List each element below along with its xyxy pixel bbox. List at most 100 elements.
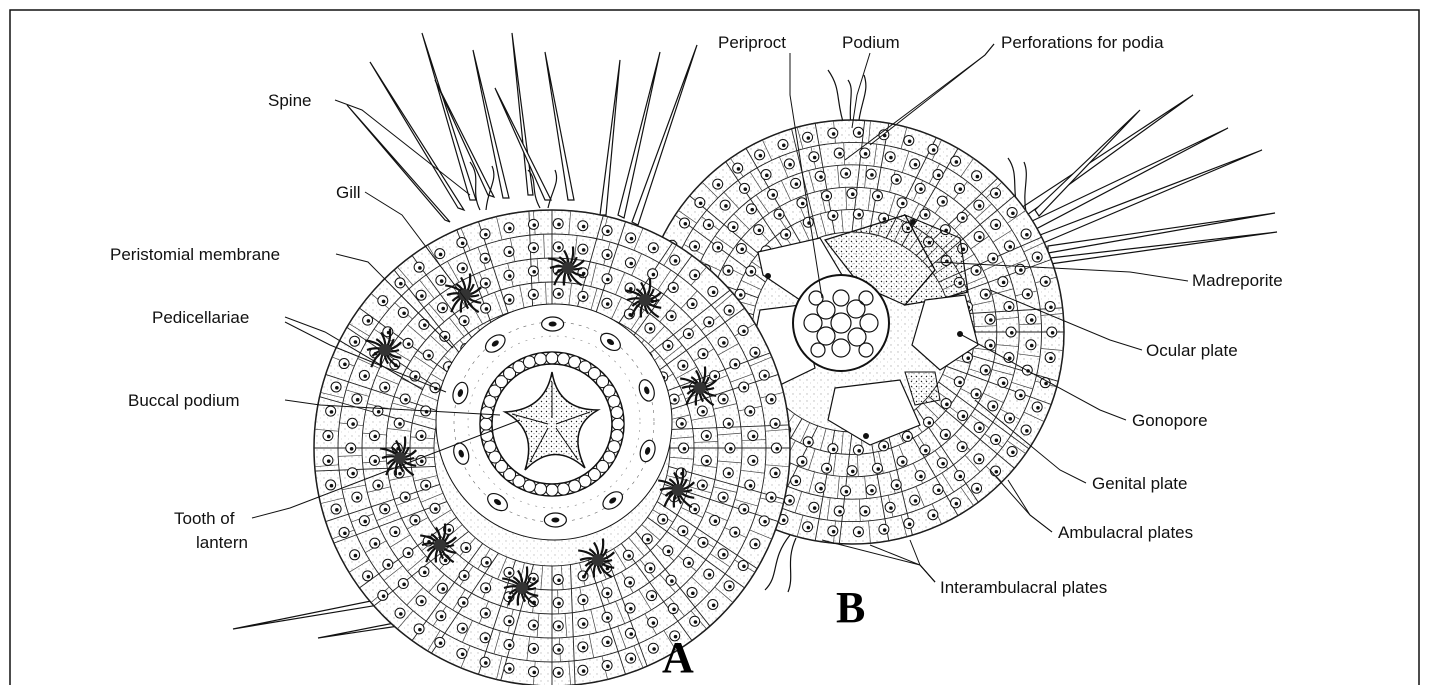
tubercle-boss bbox=[995, 470, 999, 474]
label-podium: Podium bbox=[842, 33, 900, 52]
tubercle-boss bbox=[682, 530, 686, 534]
tubercle-boss bbox=[463, 574, 467, 578]
tubercle-boss bbox=[832, 132, 836, 136]
lip-lobe bbox=[481, 407, 493, 419]
tubercle-boss bbox=[1044, 382, 1048, 386]
tubercle-boss bbox=[628, 581, 632, 585]
tubercle-boss bbox=[508, 227, 512, 231]
tubercle-boss bbox=[387, 563, 391, 567]
tubercle-boss bbox=[1002, 281, 1006, 285]
tubercle-boss bbox=[557, 223, 561, 227]
tubercle-boss bbox=[992, 257, 996, 261]
tubercle-boss bbox=[712, 603, 716, 607]
tubercle-boss bbox=[414, 519, 418, 523]
tubercle-boss bbox=[367, 319, 371, 323]
tubercle-boss bbox=[1010, 331, 1014, 335]
lip-lobe bbox=[546, 352, 558, 364]
tubercle-boss bbox=[606, 641, 610, 645]
tubercle-boss bbox=[770, 398, 774, 402]
tubercle-boss bbox=[832, 530, 836, 534]
tubercle-boss bbox=[932, 148, 936, 152]
tubercle-boss bbox=[752, 435, 756, 439]
tubercle-boss bbox=[870, 173, 874, 177]
tubercle-boss bbox=[1019, 394, 1023, 398]
tubercle-boss bbox=[672, 608, 676, 612]
tubercle-boss bbox=[889, 156, 893, 160]
tubercle-boss bbox=[978, 458, 982, 462]
tubercle-boss bbox=[774, 422, 778, 426]
tubercle-boss bbox=[335, 508, 339, 512]
tubercle-boss bbox=[557, 671, 561, 675]
tubercle-boss bbox=[532, 671, 536, 675]
tubercle-boss bbox=[959, 187, 963, 191]
tubercle-boss bbox=[937, 488, 941, 492]
tubercle-boss bbox=[795, 182, 799, 186]
tubercle-boss bbox=[959, 475, 963, 479]
tubercle-boss bbox=[722, 341, 726, 345]
tubercle-boss bbox=[630, 237, 634, 241]
tubercle-boss bbox=[382, 300, 386, 304]
tubercle-boss bbox=[782, 143, 786, 147]
tubercle-boss bbox=[377, 410, 381, 414]
tubercle-boss bbox=[807, 526, 811, 530]
tubercle-boss bbox=[652, 647, 656, 651]
lip-lobe bbox=[557, 483, 569, 495]
tubercle-boss bbox=[995, 192, 999, 196]
tubercle-boss bbox=[343, 531, 347, 535]
tubercle-boss bbox=[630, 657, 634, 661]
tubercle-boss bbox=[440, 279, 444, 283]
tubercle-boss bbox=[788, 163, 792, 167]
tubercle-boss bbox=[962, 415, 966, 419]
tubercle-boss bbox=[606, 253, 610, 257]
tubercle-boss bbox=[722, 496, 726, 500]
tubercle-boss bbox=[382, 594, 386, 598]
tubercle-boss bbox=[976, 175, 980, 179]
tubercle-boss bbox=[532, 270, 536, 274]
label-peristomial-membrane: Peristomial membrane bbox=[110, 245, 280, 264]
label-gill: Gill bbox=[336, 183, 361, 202]
tubercle-boss bbox=[838, 152, 842, 156]
tubercle-boss bbox=[363, 374, 367, 378]
tubercle-boss bbox=[876, 467, 880, 471]
tubercle-boss bbox=[775, 447, 779, 451]
tubercle-boss bbox=[440, 615, 444, 619]
tubercle-boss bbox=[557, 648, 561, 652]
label-tooth-of-lantern-line1: Tooth of bbox=[174, 509, 235, 528]
tubercle-boss bbox=[901, 460, 905, 464]
tubercle-boss bbox=[420, 600, 424, 604]
tubercle-boss bbox=[461, 267, 465, 271]
tubercle-boss bbox=[508, 274, 512, 278]
tubercle-boss bbox=[402, 311, 406, 315]
tubercle-boss bbox=[978, 204, 982, 208]
tubercle-boss bbox=[606, 278, 610, 282]
tubercle-boss bbox=[402, 583, 406, 587]
tubercle-boss bbox=[557, 246, 561, 250]
label-ocular-plate: Ocular plate bbox=[1146, 341, 1238, 360]
tubercle-boss bbox=[508, 644, 512, 648]
tubercle-boss bbox=[484, 233, 488, 237]
tubercle-boss bbox=[532, 293, 536, 297]
gonopore-4 bbox=[863, 433, 869, 439]
tubercle-boss bbox=[813, 506, 817, 510]
tubercle-boss bbox=[532, 247, 536, 251]
tubercle-boss bbox=[819, 175, 823, 179]
tubercle-boss bbox=[851, 470, 855, 474]
label-periproct: Periproct bbox=[718, 33, 786, 52]
tubercle-boss bbox=[330, 410, 334, 414]
tubercle-boss bbox=[423, 323, 427, 327]
tubercle-boss bbox=[895, 178, 899, 182]
lip-lobe bbox=[612, 418, 624, 430]
tubercle-boss bbox=[743, 187, 747, 191]
tubercle-boss bbox=[851, 192, 855, 196]
tubercle-boss bbox=[754, 351, 758, 355]
tubercle-boss bbox=[508, 298, 512, 302]
gill-base bbox=[434, 539, 446, 551]
label-pedicellariae: Pedicellariae bbox=[152, 308, 249, 327]
tubercle-boss bbox=[667, 550, 671, 554]
tubercle-boss bbox=[1036, 406, 1040, 410]
tubercle-boss bbox=[373, 435, 377, 439]
tubercle-boss bbox=[864, 510, 868, 514]
tubercle-boss bbox=[1008, 305, 1012, 309]
tubercle-boss bbox=[734, 531, 738, 535]
gill-base bbox=[639, 294, 651, 306]
